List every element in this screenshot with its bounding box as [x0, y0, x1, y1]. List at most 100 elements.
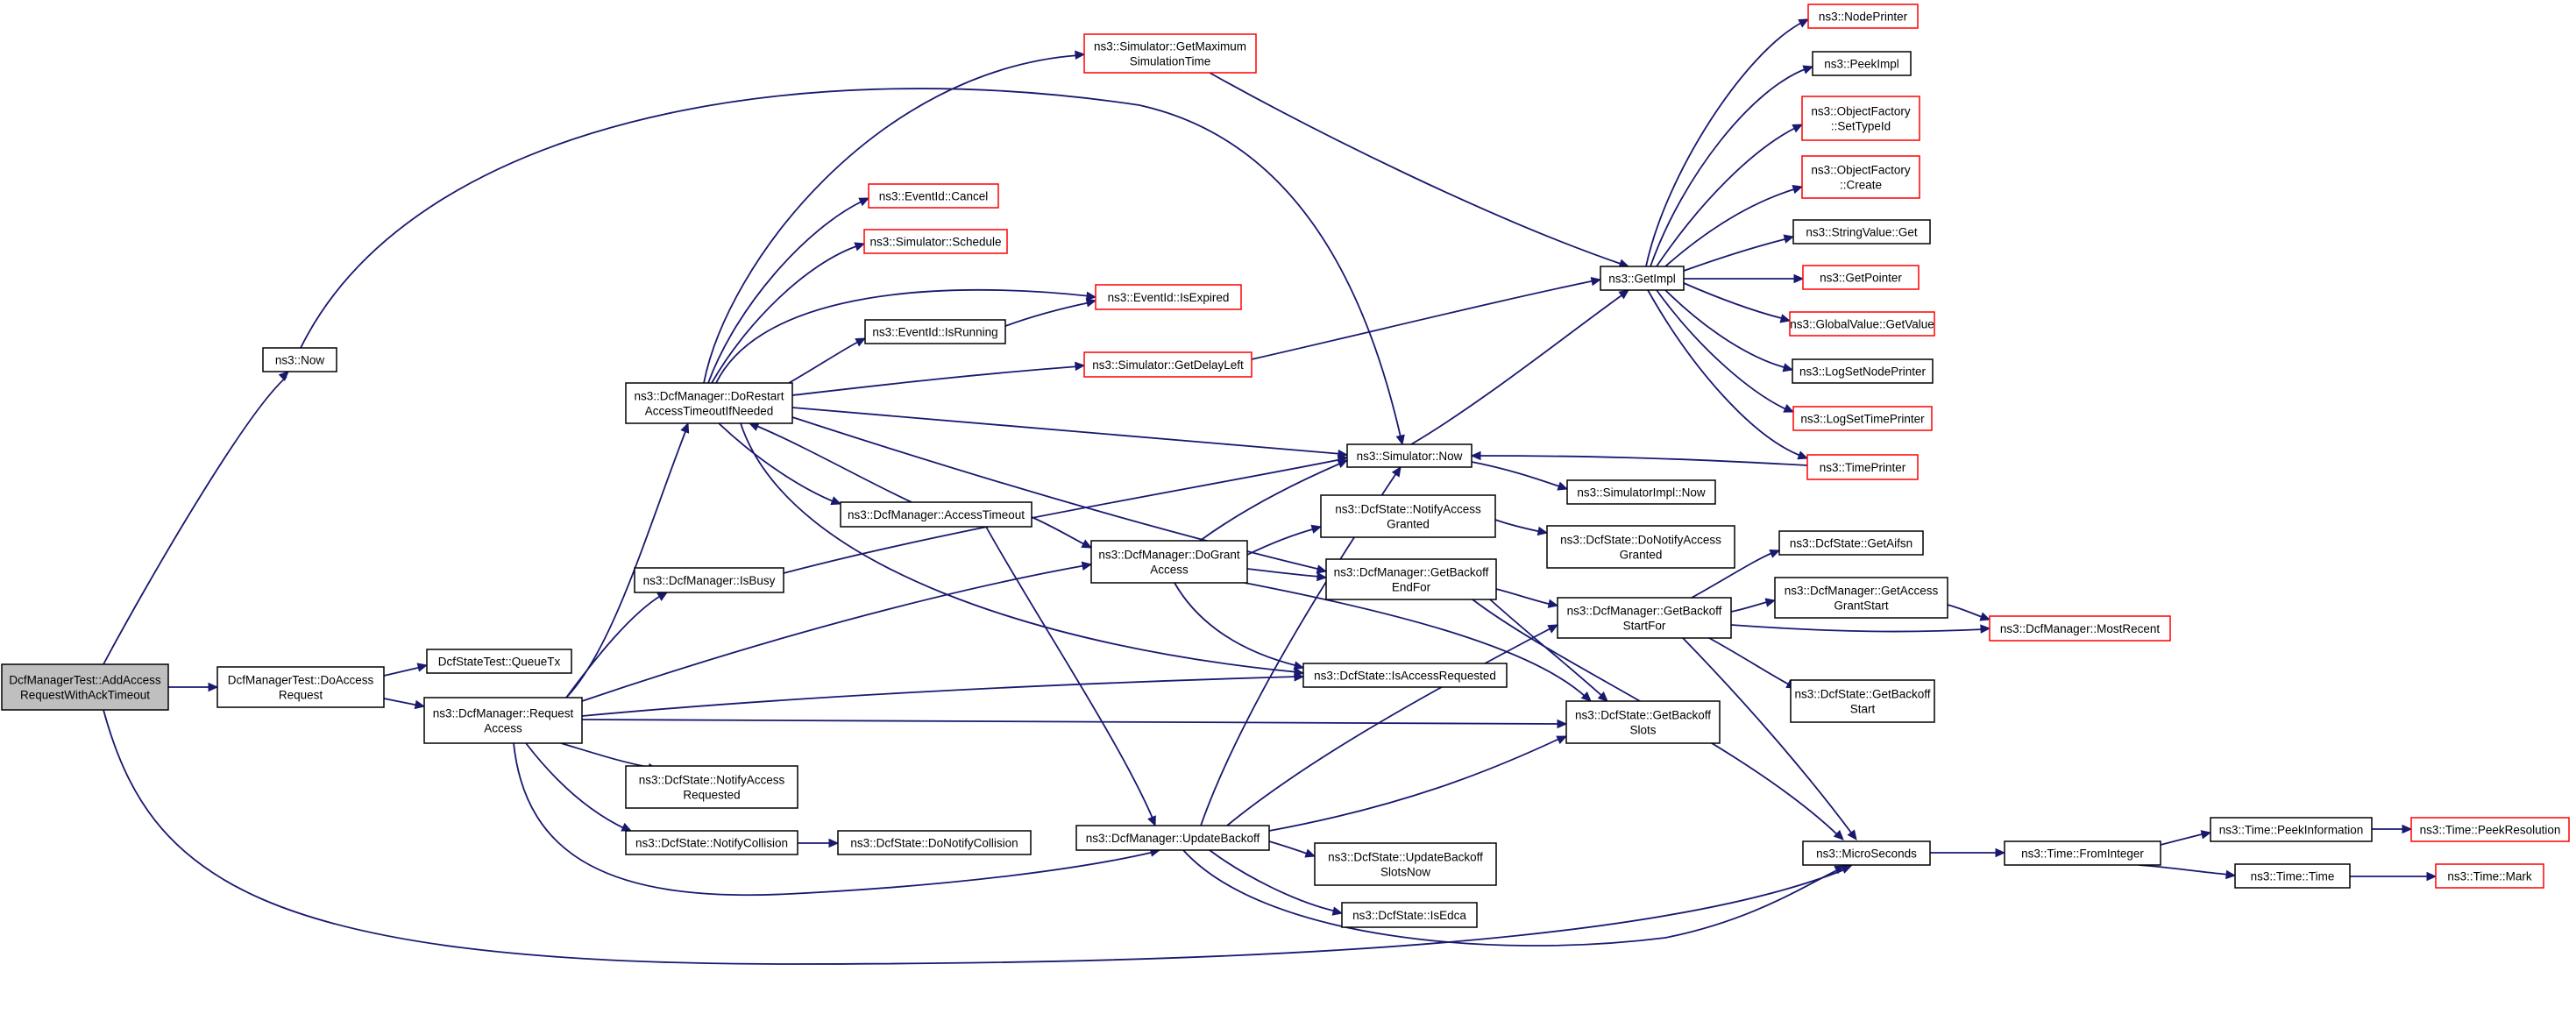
- node-box[interactable]: [1320, 494, 1496, 538]
- node-ofSetTypeId[interactable]: ns3::ObjectFactory::SetTypeId: [1801, 96, 1920, 141]
- node-box[interactable]: [1807, 4, 1919, 29]
- node-root[interactable]: DcfManagerTest::AddAccessRequestWithAckT…: [1, 663, 169, 711]
- node-stringValueGet[interactable]: ns3::StringValue::Get: [1792, 219, 1931, 245]
- node-box[interactable]: [868, 183, 999, 209]
- node-box[interactable]: [2234, 863, 2351, 889]
- node-logSetNodePrinter[interactable]: ns3::LogSetNodePrinter: [1792, 358, 1934, 384]
- node-simNow[interactable]: ns3::Simulator::Now: [1346, 443, 1473, 468]
- node-timeTime[interactable]: ns3::Time::Time: [2234, 863, 2351, 889]
- node-box[interactable]: [634, 567, 784, 593]
- node-box[interactable]: [840, 501, 1033, 528]
- node-box[interactable]: [1083, 33, 1257, 74]
- node-box[interactable]: [625, 830, 798, 855]
- node-box[interactable]: [1812, 51, 1912, 76]
- node-box[interactable]: [1, 663, 169, 711]
- node-box[interactable]: [1600, 266, 1685, 291]
- node-mostRecent[interactable]: ns3::DcfManager::MostRecent: [1989, 615, 2171, 642]
- node-getAifsn[interactable]: ns3::DcfState::GetAifsn: [1778, 530, 1924, 556]
- node-box[interactable]: [1801, 155, 1920, 199]
- node-timePeekResolution[interactable]: ns3::Time::PeekResolution: [2410, 817, 2570, 842]
- node-doRestart[interactable]: ns3::DcfManager::DoRestartAccessTimeoutI…: [625, 382, 793, 424]
- node-box[interactable]: [1792, 219, 1931, 245]
- node-box[interactable]: [1778, 530, 1924, 556]
- node-box[interactable]: [2435, 863, 2544, 889]
- node-box[interactable]: [423, 697, 583, 744]
- node-queueTx[interactable]: DcfStateTest::QueueTx: [426, 649, 572, 674]
- node-box[interactable]: [863, 229, 1008, 254]
- node-box[interactable]: [1802, 840, 1931, 866]
- node-box[interactable]: [837, 830, 1032, 855]
- node-box[interactable]: [216, 666, 385, 708]
- node-box[interactable]: [864, 319, 1006, 344]
- node-box[interactable]: [1557, 597, 1732, 639]
- node-box[interactable]: [262, 347, 337, 372]
- node-now[interactable]: ns3::Now: [262, 347, 337, 372]
- node-timePeekInformation[interactable]: ns3::Time::PeekInformation: [2210, 817, 2373, 842]
- node-box[interactable]: [2004, 840, 2161, 866]
- node-simImplNow[interactable]: ns3::SimulatorImpl::Now: [1566, 479, 1716, 505]
- node-box[interactable]: [1774, 577, 1948, 619]
- node-updateBackoff[interactable]: ns3::DcfManager::UpdateBackoff: [1075, 825, 1270, 851]
- node-box[interactable]: [1083, 351, 1253, 378]
- node-box[interactable]: [625, 382, 793, 424]
- node-globalValueGetValue[interactable]: ns3::GlobalValue::GetValue: [1789, 311, 1935, 337]
- node-box[interactable]: [1325, 558, 1497, 600]
- node-isAccessRequested[interactable]: ns3::DcfState::IsAccessRequested: [1302, 663, 1508, 688]
- node-box[interactable]: [1789, 311, 1935, 337]
- node-isBusy[interactable]: ns3::DcfManager::IsBusy: [634, 567, 784, 593]
- node-box[interactable]: [1806, 454, 1919, 480]
- node-box[interactable]: [1792, 358, 1934, 384]
- node-accessTimeout[interactable]: ns3::DcfManager::AccessTimeout: [840, 501, 1033, 528]
- node-timeMark[interactable]: ns3::Time::Mark: [2435, 863, 2544, 889]
- node-box[interactable]: [2210, 817, 2373, 842]
- node-box[interactable]: [1095, 284, 1242, 310]
- node-box[interactable]: [2410, 817, 2570, 842]
- node-box[interactable]: [1346, 443, 1473, 468]
- node-eventIsRunning[interactable]: ns3::EventId::IsRunning: [864, 319, 1006, 344]
- node-box[interactable]: [1790, 679, 1935, 723]
- node-box[interactable]: [1302, 663, 1508, 688]
- node-logSetTimePrinter[interactable]: ns3::LogSetTimePrinter: [1792, 406, 1933, 431]
- node-box[interactable]: [1075, 825, 1270, 851]
- node-nodePrinter[interactable]: ns3::NodePrinter: [1807, 4, 1919, 29]
- node-simSchedule[interactable]: ns3::Simulator::Schedule: [863, 229, 1008, 254]
- node-box[interactable]: [1989, 615, 2171, 642]
- node-doNotifyCollision[interactable]: ns3::DcfState::DoNotifyCollision: [837, 830, 1032, 855]
- node-box[interactable]: [625, 765, 798, 809]
- node-getPointer[interactable]: ns3::GetPointer: [1802, 265, 1920, 290]
- node-box[interactable]: [1792, 406, 1933, 431]
- node-box[interactable]: [1801, 96, 1920, 141]
- node-ofCreate[interactable]: ns3::ObjectFactory::Create: [1801, 155, 1920, 199]
- node-box[interactable]: [1341, 902, 1478, 928]
- node-getDelayLeft[interactable]: ns3::Simulator::GetDelayLeft: [1083, 351, 1253, 378]
- node-isEdca[interactable]: ns3::DcfState::IsEdca: [1341, 902, 1478, 928]
- node-box[interactable]: [426, 649, 572, 674]
- node-box[interactable]: [1802, 265, 1920, 290]
- node-box[interactable]: [1314, 842, 1497, 886]
- node-eventCancel[interactable]: ns3::EventId::Cancel: [868, 183, 999, 209]
- node-peekImpl[interactable]: ns3::PeekImpl: [1812, 51, 1912, 76]
- node-notifyCollision[interactable]: ns3::DcfState::NotifyCollision: [625, 830, 798, 855]
- node-microSeconds[interactable]: ns3::MicroSeconds: [1802, 840, 1931, 866]
- node-box[interactable]: [1546, 525, 1735, 569]
- node-box[interactable]: [1566, 479, 1716, 505]
- node-timePrinter[interactable]: ns3::TimePrinter: [1806, 454, 1919, 480]
- node-box[interactable]: [1090, 540, 1248, 584]
- node-getImpl[interactable]: ns3::GetImpl: [1600, 266, 1685, 291]
- node-box[interactable]: [1565, 700, 1721, 744]
- node-eventIsExpired[interactable]: ns3::EventId::IsExpired: [1095, 284, 1242, 310]
- node-timeFromInteger[interactable]: ns3::Time::FromInteger: [2004, 840, 2161, 866]
